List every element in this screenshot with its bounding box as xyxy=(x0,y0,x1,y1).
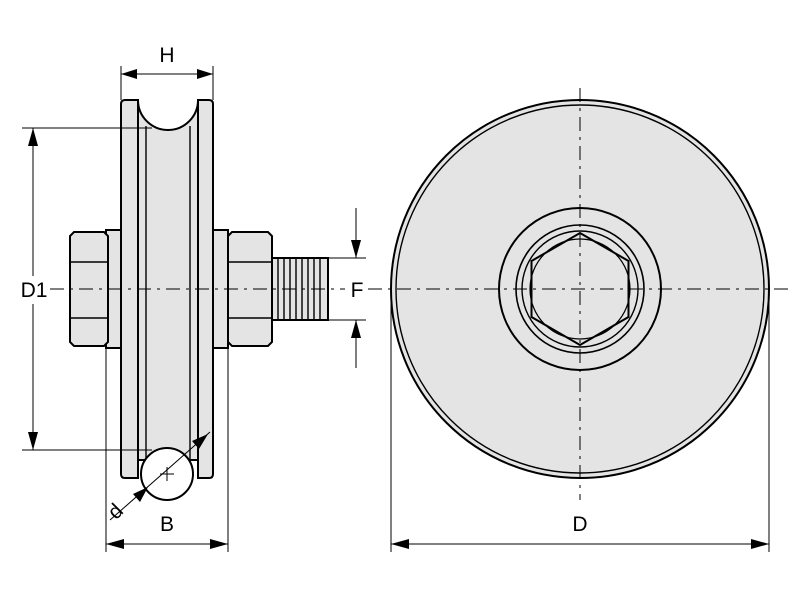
dimension-D: D xyxy=(390,300,770,552)
wheel-groove-body xyxy=(137,99,199,461)
side-view xyxy=(50,99,345,501)
front-view xyxy=(368,88,792,500)
label-B: B xyxy=(160,513,174,536)
dimension-D1: D1 xyxy=(21,127,152,451)
label-F: F xyxy=(351,279,364,302)
threaded-shaft xyxy=(271,257,329,321)
dimension-F: F xyxy=(328,208,366,368)
label-D1: D1 xyxy=(21,279,48,302)
dimension-H: H xyxy=(120,44,214,100)
label-D: D xyxy=(572,513,587,536)
dimension-B: B xyxy=(105,348,229,552)
label-d: d xyxy=(103,499,128,524)
label-H: H xyxy=(159,44,174,67)
